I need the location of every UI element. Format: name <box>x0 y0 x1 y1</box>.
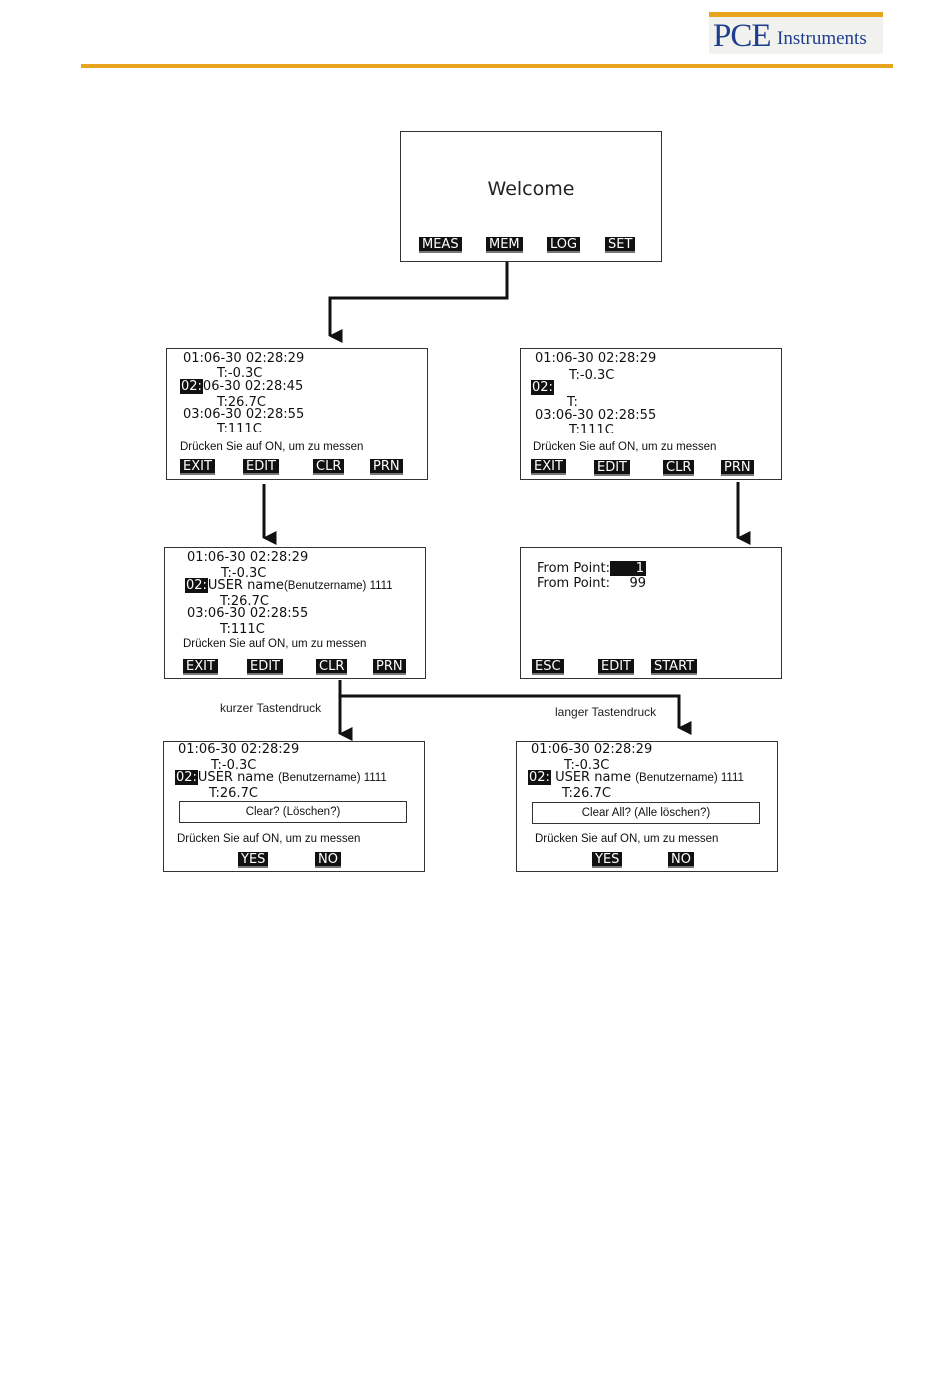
pce-instruments-logo: PCE Instruments <box>709 12 883 54</box>
set-button[interactable]: SET <box>605 237 636 253</box>
record-1-time: 01:06-30 02:28:29 <box>535 351 657 366</box>
record-3-temp: T:111C <box>569 423 614 433</box>
user-name-value: (Benutzername) 1111 <box>283 580 393 592</box>
clear-all-confirm-dialog: Clear All? (Alle löschen?) <box>532 802 760 824</box>
short-press-label: kurzer Tastendruck <box>220 701 322 715</box>
record-2-row: 02: USER name (Benutzername) 1111 <box>528 770 744 785</box>
selected-record-marker: 02: <box>180 379 203 394</box>
welcome-screen: Welcome MEAS MEM LOG SET <box>400 131 662 262</box>
record-2-row: 02:USER name(Benutzername) 1111 <box>185 578 393 593</box>
selected-record-marker: 02: <box>528 770 551 785</box>
record-1-temp: T:-0.3C <box>569 368 615 383</box>
record-3-time: 03:06-30 02:28:55 <box>187 606 309 621</box>
welcome-title: Welcome <box>487 178 575 200</box>
record-1-time: 01:06-30 02:28:29 <box>187 550 309 565</box>
exit-button[interactable]: EXIT <box>183 659 218 675</box>
record-1-temp: T:-0.3C <box>217 366 263 381</box>
selected-record-marker: 02: <box>185 578 208 593</box>
clr-button[interactable]: CLR <box>663 460 695 476</box>
record-2-temp: T:26.7C <box>562 786 611 801</box>
measure-hint: Drücken Sie auf ON, um zu messen <box>177 833 361 845</box>
exit-button[interactable]: EXIT <box>531 459 566 475</box>
arrow-welcome-to-mem <box>328 262 509 343</box>
record-3-temp: T:111C <box>217 422 262 432</box>
no-button[interactable]: NO <box>668 852 694 868</box>
clear-confirm-dialog: Clear? (Löschen?) <box>179 801 407 823</box>
header-divider <box>81 64 893 68</box>
record-2-temp: T:26.7C <box>217 395 266 410</box>
user-name-value: (Benutzername) 1111 <box>278 772 387 784</box>
to-point-row: From Point: 99 <box>537 576 646 591</box>
record-1-time: 01:06-30 02:28:29 <box>183 351 305 366</box>
user-name-label: USER name <box>555 770 632 785</box>
clr-button[interactable]: CLR <box>313 459 345 475</box>
logo-suffix: Instruments <box>777 28 867 49</box>
record-2-temp: T:26.7C <box>220 594 269 609</box>
user-name-label: USER name <box>197 770 274 785</box>
yes-button[interactable]: YES <box>592 852 623 868</box>
from-point-field[interactable]: 1 <box>610 561 646 576</box>
measure-hint: Drücken Sie auf ON, um zu messen <box>535 833 719 845</box>
edit-record-screen: 01:06-30 02:28:29 T:-0.3C 02:USER name(B… <box>164 547 426 679</box>
user-name-value: (Benutzername) 1111 <box>635 772 744 784</box>
long-press-label: langer Tastendruck <box>555 705 657 719</box>
record-1-temp: T:-0.3C <box>221 566 267 581</box>
measure-hint: Drücken Sie auf ON, um zu messen <box>180 441 364 453</box>
edit-button[interactable]: EDIT <box>594 460 630 476</box>
record-1-time: 01:06-30 02:28:29 <box>531 742 653 757</box>
record-1-temp: T:-0.3C <box>564 758 610 773</box>
to-point-value[interactable]: 99 <box>629 576 646 591</box>
record-2-temp: T:26.7C <box>209 786 258 801</box>
meas-button[interactable]: MEAS <box>419 237 462 253</box>
clear-all-screen: 01:06-30 02:28:29 T:-0.3C 02: USER name … <box>516 741 778 872</box>
record-3-time: 03:06-30 02:28:55 <box>183 407 305 422</box>
measure-hint: Drücken Sie auf ON, um zu messen <box>533 441 717 453</box>
yes-button[interactable]: YES <box>238 852 269 868</box>
user-name-label: USER name <box>207 578 284 593</box>
esc-button[interactable]: ESC <box>532 659 564 675</box>
record-3-time: 03:06-30 02:28:55 <box>535 408 657 423</box>
print-range-screen: From Point:1 From Point: 99 ESC EDIT STAR… <box>520 547 782 679</box>
edit-button[interactable]: EDIT <box>247 659 283 675</box>
start-button[interactable]: START <box>651 659 698 675</box>
memory-list-screen: 01:06-30 02:28:29 T:-0.3C 02:06-30 02:28… <box>166 348 428 480</box>
record-2-row: 02: <box>531 380 554 395</box>
record-2-row: 02:06-30 02:28:45 <box>180 379 303 394</box>
exit-button[interactable]: EXIT <box>180 459 215 475</box>
clr-button[interactable]: CLR <box>316 659 348 675</box>
prn-button[interactable]: PRN <box>370 459 403 475</box>
measure-hint: Drücken Sie auf ON, um zu messen <box>183 638 367 650</box>
record-2-row: 02:USER name (Benutzername) 1111 <box>175 770 387 785</box>
to-point-label: From Point: <box>537 576 610 591</box>
edit-button[interactable]: EDIT <box>598 659 634 675</box>
logo-brand: PCE <box>713 18 772 54</box>
edit-button[interactable]: EDIT <box>243 459 279 475</box>
record-2-time: 06-30 02:28:45 <box>202 379 304 394</box>
from-point-label: From Point: <box>537 561 610 576</box>
memory-list-print-screen: 01:06-30 02:28:29 T:-0.3C 02: T: 03:06-3… <box>520 348 782 480</box>
log-button[interactable]: LOG <box>547 237 581 253</box>
from-point-row: From Point:1 <box>537 561 646 576</box>
record-3-temp: T:111C <box>220 622 265 637</box>
record-1-temp: T:-0.3C <box>211 758 257 773</box>
mem-button[interactable]: MEM <box>486 237 523 253</box>
selected-record-marker: 02: <box>531 380 554 395</box>
selected-record-marker: 02: <box>175 770 198 785</box>
prn-button[interactable]: PRN <box>373 659 406 675</box>
clear-record-screen: 01:06-30 02:28:29 T:-0.3C 02:USER name (… <box>163 741 425 872</box>
no-button[interactable]: NO <box>315 852 341 868</box>
prn-button[interactable]: PRN <box>721 460 754 476</box>
record-2-temp: T: <box>567 395 578 410</box>
record-1-time: 01:06-30 02:28:29 <box>178 742 300 757</box>
